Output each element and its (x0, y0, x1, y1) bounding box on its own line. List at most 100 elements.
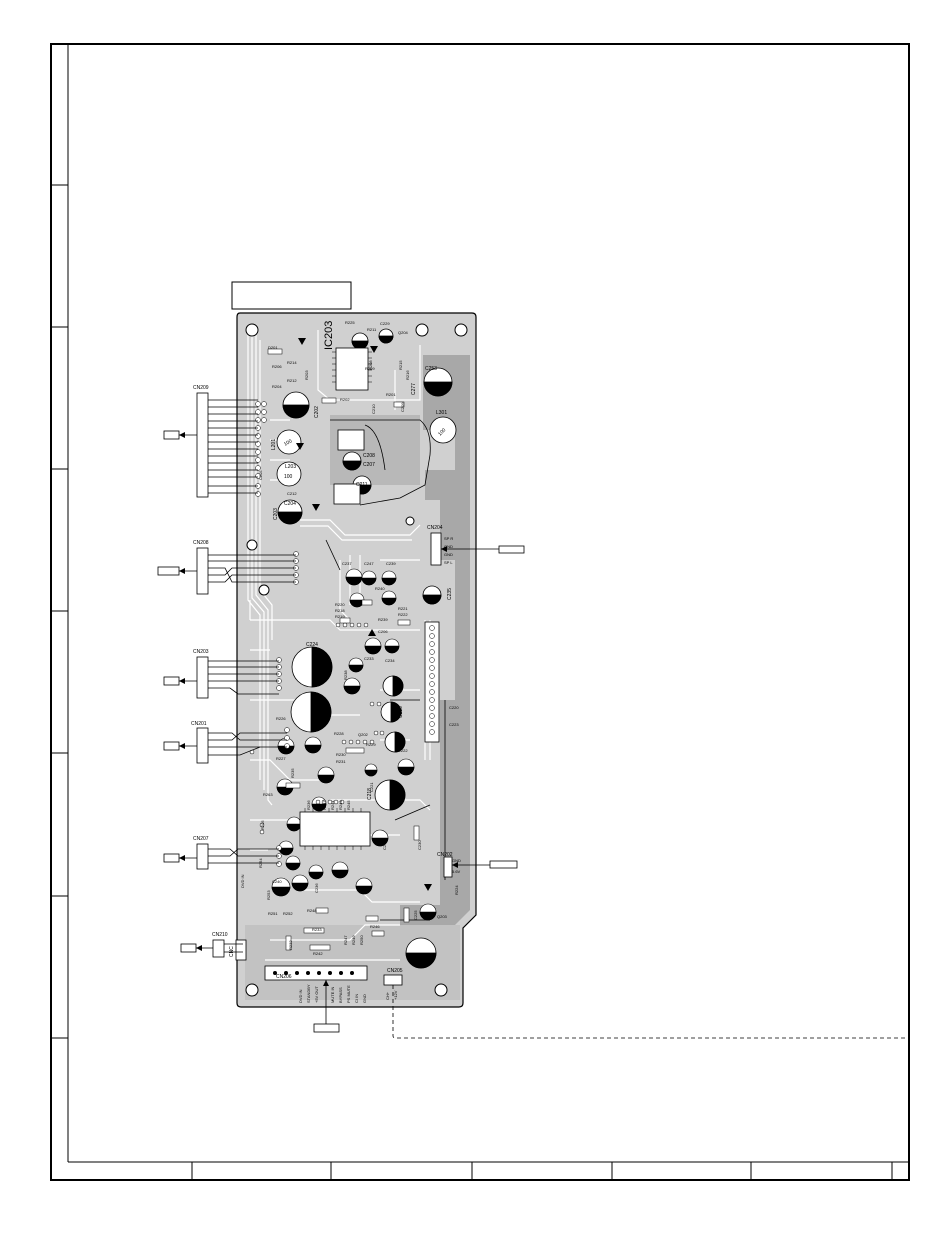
coil-marking: 100 (283, 438, 293, 447)
part-label: R227 (276, 756, 286, 761)
part-label: C206 (378, 629, 388, 634)
part-label: R221 (398, 606, 408, 611)
part-label: R226 (276, 716, 286, 721)
part-label: R212 (287, 378, 297, 383)
cap-label: C203 (273, 508, 279, 520)
part-label: R263 (263, 792, 273, 797)
external-connectors (157, 392, 525, 1033)
part-label: C220 (449, 705, 459, 710)
part-label: R237 (322, 800, 327, 810)
cn206-pin-5: BYPASS (338, 987, 343, 1003)
part-label: R247 (343, 935, 348, 945)
part-label: R222 (398, 612, 408, 617)
small-caps (271, 568, 437, 921)
cn206-pin-1: DVD IN (298, 989, 303, 1003)
cap-label: C211 (356, 482, 368, 488)
part-label: R211 (367, 327, 377, 332)
part-label: C229 (380, 321, 390, 326)
dvd-in-label: DVD IN (240, 874, 245, 888)
part-label: C237 (342, 561, 352, 566)
cap-label: C218 (367, 788, 373, 800)
cn206-pin-7: CI IN (354, 994, 359, 1003)
cap-label: C204 (284, 501, 296, 507)
part-label: C230 (417, 840, 422, 850)
part-label: C239 (386, 561, 396, 566)
part-label: R233 (312, 927, 322, 932)
part-label: R245 (346, 800, 351, 810)
cn203-label: CN203 (193, 649, 209, 655)
cn206-pin-3: +5V OUT (314, 986, 319, 1003)
part-label: R248 (307, 908, 317, 913)
part-label: R224 (454, 885, 459, 895)
cap-label: C277 (411, 383, 417, 395)
part-label: R229 (366, 742, 376, 747)
part-label: R235 (290, 768, 295, 778)
part-label: R201 (386, 392, 396, 397)
part-label: R244 (338, 800, 343, 810)
part-label: C233 (364, 656, 374, 661)
part-label: R220 (335, 602, 345, 607)
part-label: D201 (268, 345, 278, 350)
cap-label: C202 (314, 406, 320, 418)
part-label: R249 (351, 935, 356, 945)
cap-label: C208 (363, 453, 375, 459)
part-label: C247 (364, 561, 374, 566)
part-label: R250 (359, 935, 364, 945)
part-label: C240 (272, 879, 282, 884)
part-label: C209 (400, 402, 405, 412)
part-label: R251 (268, 911, 278, 916)
cn204-pin-2: GND (444, 544, 453, 549)
cap-label: C207 (363, 462, 375, 468)
wires (179, 399, 909, 1039)
part-label: R232 (288, 940, 293, 950)
part-label: R218 (335, 608, 345, 613)
cap-label: C235 (447, 588, 453, 600)
coil-label: L301 (436, 410, 447, 416)
cn209-label: CN209 (193, 385, 209, 391)
part-label: R206 (272, 364, 282, 369)
coils (276, 416, 457, 487)
arrowheads (179, 432, 458, 986)
cap-label: C253 (425, 366, 437, 372)
cn202-label: CN202 (437, 852, 453, 858)
coil-label: L201 (271, 439, 277, 450)
cap-label: C231 (314, 710, 320, 722)
part-label: R203 (304, 370, 309, 380)
part-label: R209 (365, 366, 375, 371)
dark-traces (325, 419, 446, 921)
cn204-label: CN204 (427, 525, 443, 531)
diodes (296, 338, 432, 891)
part-label: C234 (385, 658, 395, 663)
part-label: Q203 (437, 914, 448, 919)
mounting-holes (245, 323, 468, 997)
cn205-pin-2: +12V (393, 990, 398, 1000)
part-label: R225 (345, 320, 355, 325)
coil-marking: 100 (284, 474, 293, 480)
part-label: C210 (371, 404, 376, 414)
cn205-label: CN205 (387, 968, 403, 974)
labels: IC203 CN209 CN208 CN203 CN201 CN207 CN21… (191, 320, 461, 1003)
part-label: R246 (370, 924, 380, 929)
cn206-label: CN206 (276, 974, 292, 980)
part-label: R230 (336, 752, 346, 757)
electrolytic-caps (277, 328, 453, 969)
part-label: C205 (258, 470, 263, 480)
coil-label: L203 (285, 464, 296, 470)
part-label: R204 (272, 384, 282, 389)
ic203-label: IC203 (323, 321, 335, 350)
cap-label: C213 (420, 953, 432, 959)
part-label: R253 (266, 890, 271, 900)
part-label: R214 (287, 360, 297, 365)
cn202-pin-2: 5.6V (452, 869, 461, 874)
title-box (231, 281, 352, 310)
resistors (267, 348, 420, 951)
cn206-pin-6: PS MUTE (346, 985, 351, 1003)
part-label: C223 (449, 722, 459, 727)
part-label: R241 (330, 800, 335, 810)
cn202-pin-1: GND (452, 858, 461, 863)
cn206-pin-2: STANDBY (306, 984, 311, 1003)
ic-pins (304, 351, 372, 850)
part-label: R216 (405, 370, 410, 380)
part-label: R202 (340, 397, 350, 402)
part-label: C222 (398, 748, 408, 753)
